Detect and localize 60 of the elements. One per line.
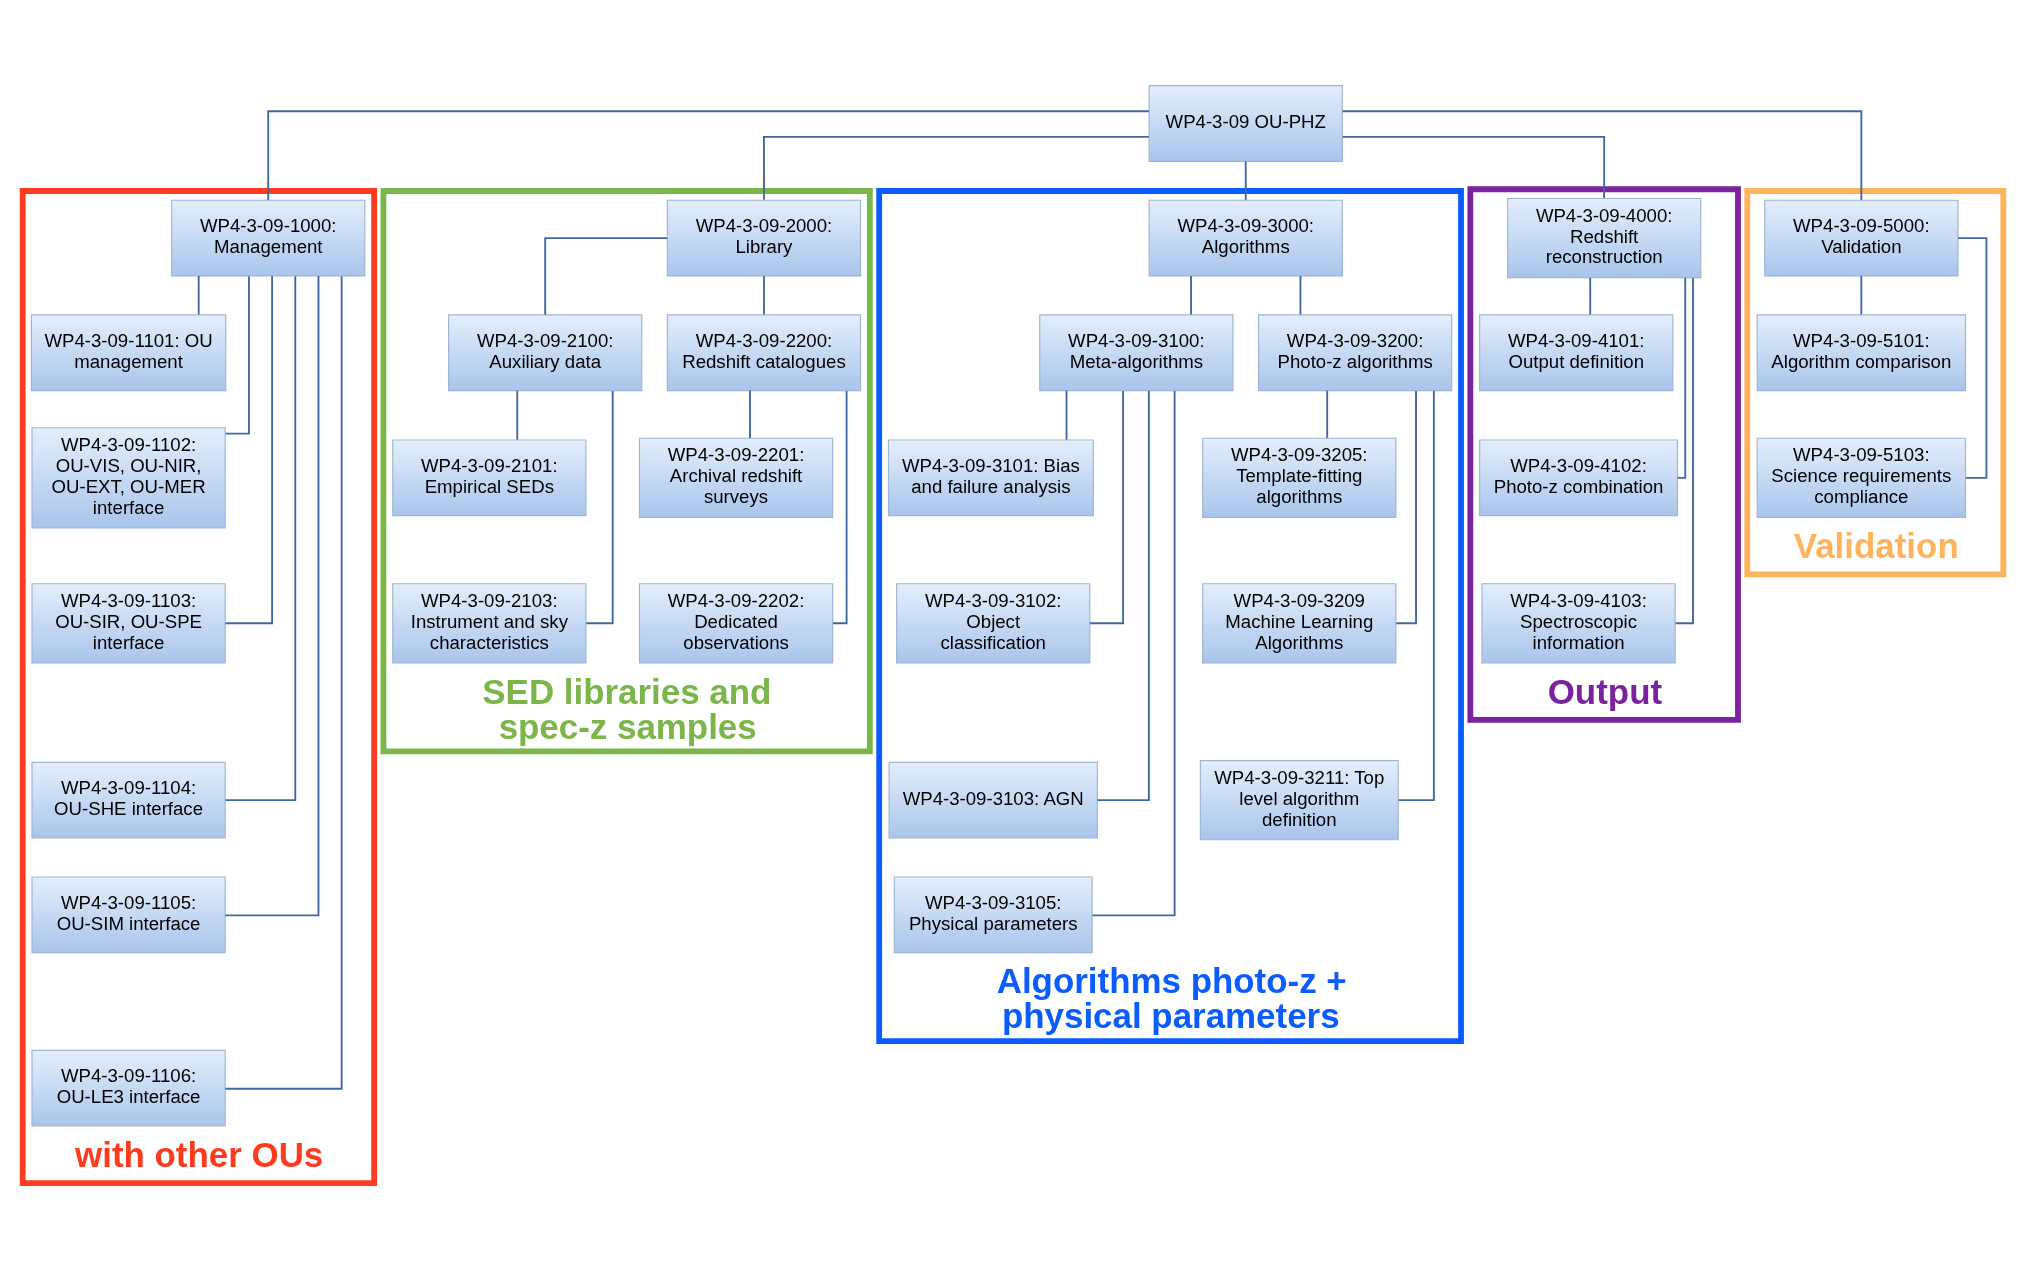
connector: [749, 389, 751, 439]
connector: [832, 389, 848, 624]
node-box: WP4-3-09-2100: Auxiliary data: [448, 313, 643, 391]
connector: [1674, 276, 1694, 624]
connector: [1860, 274, 1863, 315]
node-box: WP4-3-09-1101: OU management: [30, 313, 227, 391]
node-box: WP4-3-09 OU-PHZ: [1148, 84, 1343, 162]
node-box: WP4-3-09-4101: Output definition: [1479, 313, 1674, 391]
connector: [1341, 135, 1606, 199]
node-box: WP4-3-09-1104: OU-SHE interface: [31, 761, 226, 839]
connector: [1096, 389, 1150, 801]
node-box: WP4-3-09-2201: Archival redshift surveys: [638, 437, 834, 518]
connector: [544, 236, 669, 316]
node-box: WP4-3-09-1000: Management: [171, 199, 366, 276]
node-box: WP4-3-09-3200: Photo-z algorithms: [1257, 313, 1453, 391]
node-box: WP4-3-09-3101: Bias and failure analysis: [887, 438, 1094, 516]
node-box: WP4-3-09-3205: Template-fitting algorithms: [1202, 437, 1397, 518]
node-box: WP4-3-09-3103: AGN: [888, 761, 1098, 839]
connector: [1326, 389, 1329, 439]
connector: [516, 389, 519, 441]
node-box: WP4-3-09-4000: Redshift reconstruction: [1507, 197, 1702, 278]
connector: [1395, 389, 1417, 624]
connector: [1089, 389, 1125, 624]
node-box: WP4-3-09-1105: OU-SIM interface: [31, 875, 226, 953]
connector: [197, 274, 200, 315]
node-box: WP4-3-09-2000: Library: [666, 199, 862, 276]
node-box: WP4-3-09-5101: Algorithm comparison: [1756, 313, 1967, 391]
node-box: WP4-3-09-3000: Algorithms: [1148, 199, 1343, 276]
node-box: WP4-3-09-4102: Photo-z combination: [1479, 438, 1679, 516]
connector: [1065, 389, 1068, 441]
node-box: WP4-3-09-2101: Empirical SEDs: [392, 438, 587, 516]
node-box: WP4-3-09-1102: OU-VIS, OU-NIR, OU-EXT, OU-MER interface: [31, 426, 226, 528]
connector: [1676, 276, 1687, 479]
connector: [1589, 276, 1592, 315]
node-box: WP4-3-09-1106: OU-LE3 interface: [31, 1049, 226, 1127]
connector: [224, 274, 320, 916]
node-box: WP4-3-09-2202: Dedicated observations: [638, 582, 834, 663]
node-box: WP4-3-09-3102: Object classification: [896, 582, 1091, 663]
connector: [1091, 389, 1176, 916]
connector: [763, 135, 1150, 201]
node-box: WP4-3-09-2103: Instrument and sky characteristics: [392, 582, 587, 663]
connector: [267, 109, 1150, 201]
node-box: WP4-3-09-3105: Physical parameters: [893, 875, 1093, 953]
connector: [1190, 274, 1192, 315]
node-box: WP4-3-09-3211: Top level algorithm definition: [1199, 759, 1399, 840]
connector: [763, 274, 765, 315]
connector: [224, 274, 274, 624]
node-box: WP4-3-09-2200: Redshift catalogues: [666, 313, 862, 391]
connector: [1397, 389, 1435, 801]
node-box: WP4-3-09-5103: Science requirements compliance: [1756, 437, 1967, 518]
connector: [224, 274, 343, 1090]
connector: [1341, 109, 1863, 201]
node-box: WP4-3-09-1103: OU-SIR, OU-SPE interface: [31, 582, 226, 663]
connector: [1299, 274, 1302, 315]
connector: [224, 274, 297, 801]
node-box: WP4-3-09-3100: Meta-algorithms: [1039, 313, 1234, 391]
node-box: WP4-3-09-4103: Spectroscopic information: [1481, 582, 1676, 663]
node-box: WP4-3-09-3209 Machine Learning Algorithms: [1202, 582, 1397, 663]
connector: [1244, 159, 1247, 201]
node-box: WP4-3-09-5000: Validation: [1764, 199, 1959, 276]
